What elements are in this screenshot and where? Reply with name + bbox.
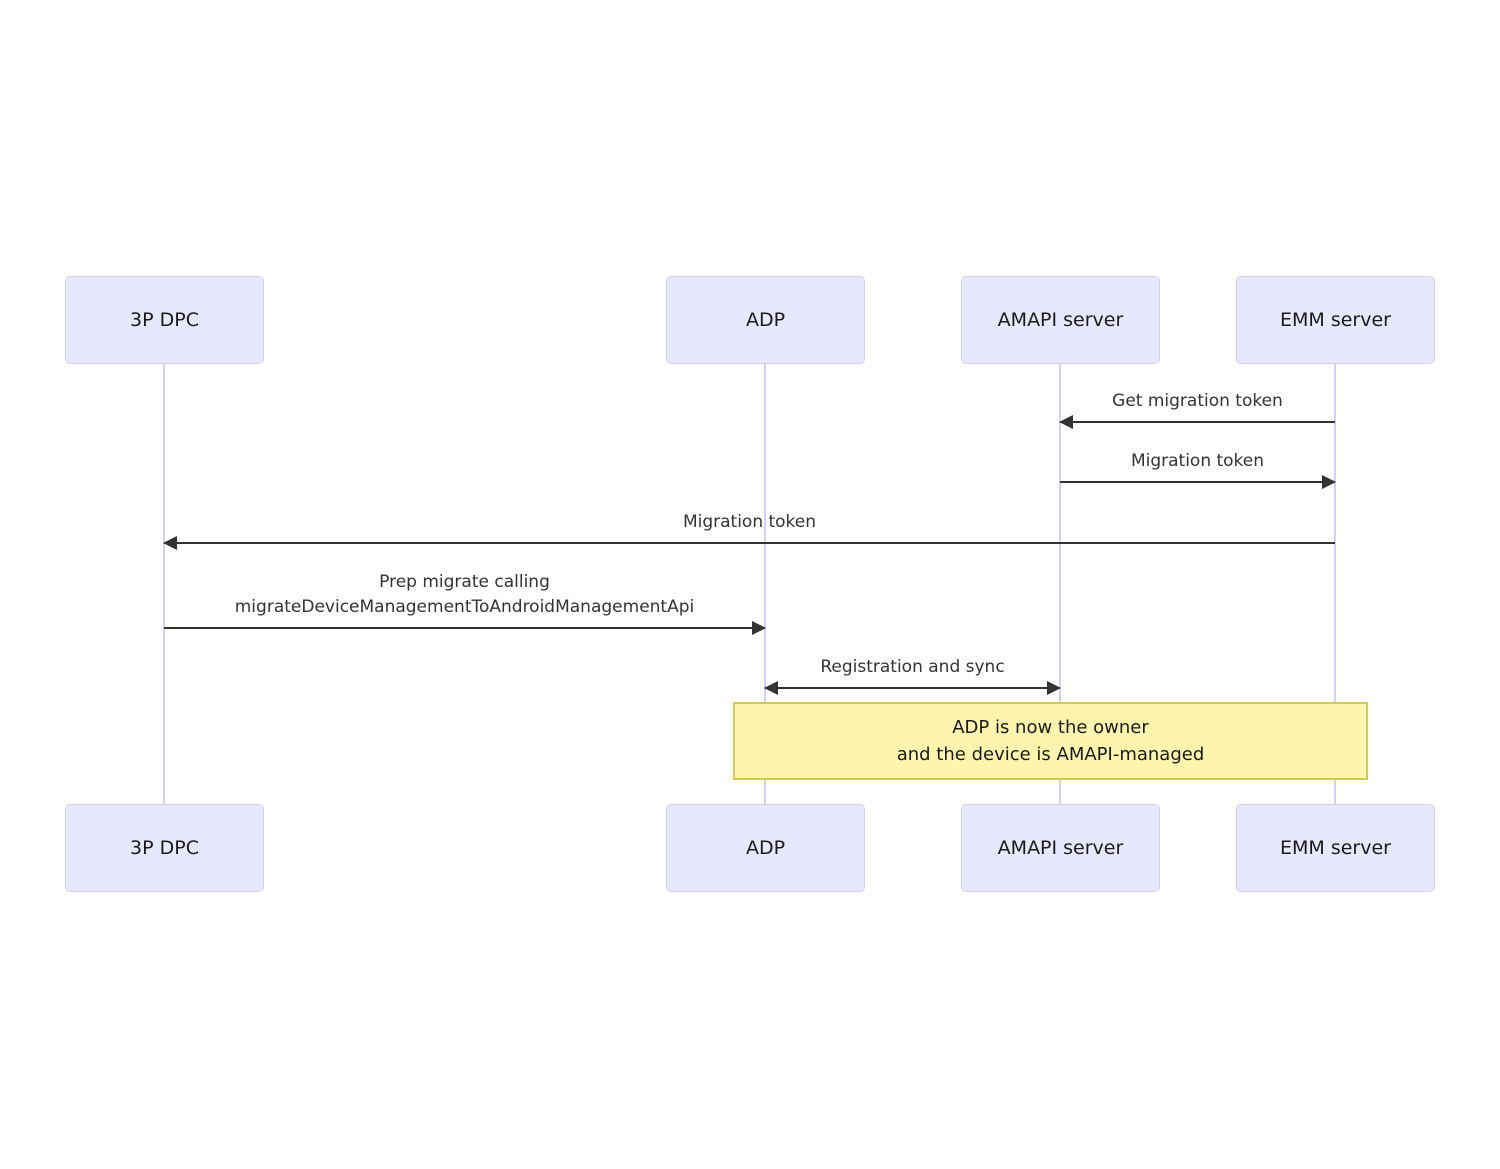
actor-box-amapi-server-top[interactable]: AMAPI server — [961, 276, 1160, 364]
actor-label-3p-dpc-bottom: 3P DPC — [130, 837, 199, 859]
arrowhead-left-icon — [1059, 415, 1073, 429]
actor-box-adp-top[interactable]: ADP — [666, 276, 865, 364]
message-label-migration-token-to-dpc: Migration token — [682, 512, 817, 532]
message-arrow-prep-migrate — [164, 621, 766, 635]
actor-label-amapi-server-bottom: AMAPI server — [997, 837, 1124, 859]
lifeline-emm-server — [1334, 363, 1336, 804]
arrowhead-left-icon — [764, 681, 778, 695]
message-label-get-migration-token: Get migration token — [1112, 391, 1283, 411]
message-arrow-registration-and-sync — [764, 681, 1061, 695]
actor-label-emm-server-top: EMM server — [1280, 309, 1391, 331]
arrowhead-left-icon — [163, 536, 177, 550]
actor-box-emm-server-bottom[interactable]: EMM server — [1236, 804, 1435, 892]
actor-label-3p-dpc-top: 3P DPC — [130, 309, 199, 331]
message-line — [1060, 481, 1335, 483]
actor-box-3p-dpc-top[interactable]: 3P DPC — [65, 276, 264, 364]
message-arrow-get-migration-token — [1059, 415, 1335, 429]
message-label-registration-and-sync: Registration and sync — [820, 657, 1005, 677]
message-line — [1060, 421, 1335, 423]
actor-box-emm-server-top[interactable]: EMM server — [1236, 276, 1435, 364]
message-arrow-migration-token-to-dpc — [163, 536, 1335, 550]
message-line — [765, 687, 1060, 689]
actor-box-adp-bottom[interactable]: ADP — [666, 804, 865, 892]
lifeline-adp — [764, 363, 766, 804]
arrowhead-right-icon — [1322, 475, 1336, 489]
actor-box-3p-dpc-bottom[interactable]: 3P DPC — [65, 804, 264, 892]
lifeline-3p-dpc — [163, 363, 165, 804]
actor-label-emm-server-bottom: EMM server — [1280, 837, 1391, 859]
message-label-prep-migrate: Prep migrate calling migrateDeviceManage… — [234, 572, 695, 617]
note-adp-owner: ADP is now the owner and the device is A… — [733, 702, 1368, 780]
message-line — [164, 542, 1335, 544]
actor-label-adp-bottom: ADP — [745, 837, 786, 859]
arrowhead-right-icon — [752, 621, 766, 635]
message-line — [164, 627, 765, 629]
actor-label-adp-top: ADP — [745, 309, 786, 331]
message-label-migration-token-to-emm: Migration token — [1130, 451, 1265, 471]
lifeline-amapi-server — [1059, 363, 1061, 804]
message-arrow-migration-token-to-emm — [1060, 475, 1336, 489]
actor-label-amapi-server-top: AMAPI server — [997, 309, 1124, 331]
note-text: ADP is now the owner and the device is A… — [896, 717, 1205, 765]
arrowhead-right-icon — [1047, 681, 1061, 695]
actor-box-amapi-server-bottom[interactable]: AMAPI server — [961, 804, 1160, 892]
